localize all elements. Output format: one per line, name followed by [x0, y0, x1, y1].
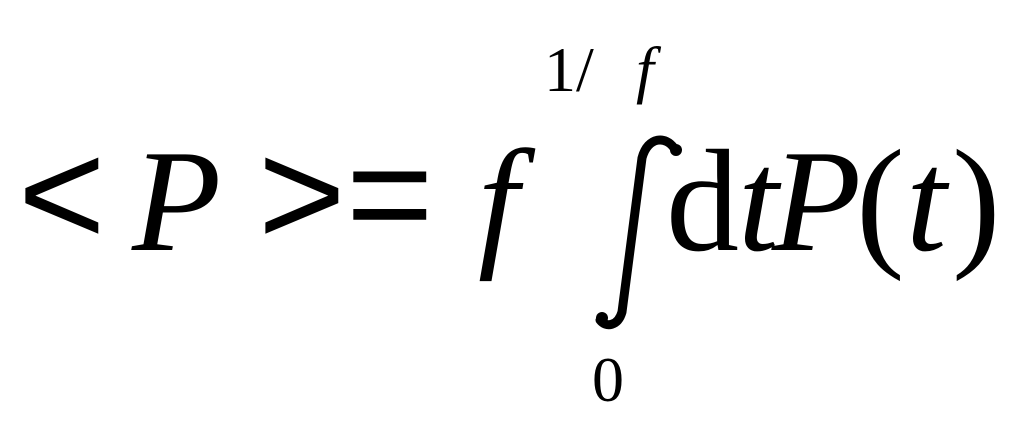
average-power-symbol: P [132, 120, 222, 282]
integral-sign-icon [595, 135, 682, 330]
frequency-factor: f [478, 120, 519, 282]
power-function-symbol: P [772, 120, 862, 282]
open-parenthesis: ( [856, 120, 905, 282]
right-angle-bracket: > [258, 109, 346, 277]
differential-d: d [666, 120, 739, 282]
integral-upper-limit-numerator: 1/ [544, 34, 594, 105]
integral-lower-limit: 0 [592, 344, 624, 415]
left-angle-bracket: < [18, 109, 106, 277]
equals-sign: = [346, 109, 434, 277]
differential-variable: t [738, 120, 779, 282]
close-parenthesis: ) [952, 120, 1001, 282]
integral-upper-limit-denominator: f [636, 34, 654, 105]
function-argument: t [906, 120, 947, 282]
